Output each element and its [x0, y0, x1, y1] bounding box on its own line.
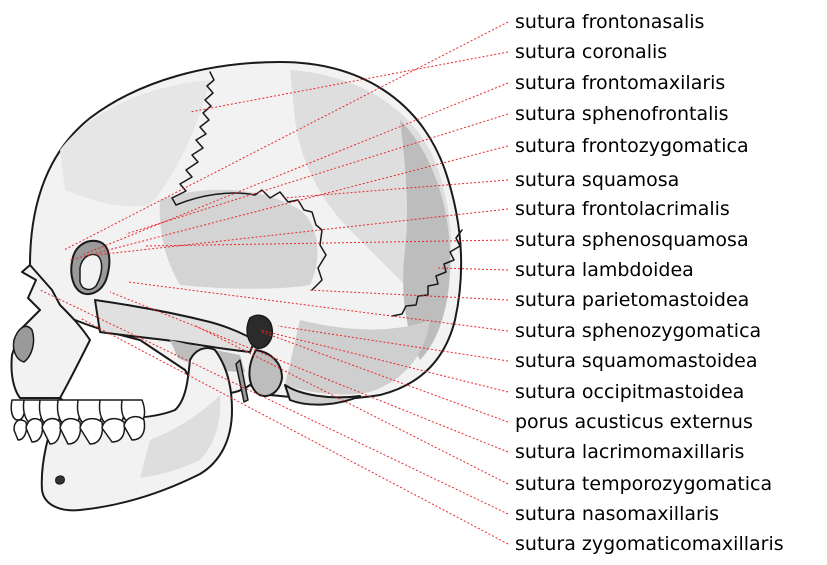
orbit-inner [79, 253, 103, 291]
lambdoid-suture [391, 229, 463, 317]
mandible-shade [140, 395, 221, 478]
leader-lines [39, 21, 509, 545]
occipital-shade [400, 120, 451, 360]
label-sutura-sphenofrontalis: sutura sphenofrontalis [515, 103, 729, 125]
label-sutura-squamomastoidea: sutura squamomastoidea [515, 350, 758, 372]
leader-line-9 [307, 289, 509, 301]
label-sutura-sphenosquamosa: sutura sphenosquamosa [515, 229, 749, 251]
lower-occipital-shade [285, 320, 430, 395]
ear-opening [246, 314, 274, 349]
leader-line-12 [259, 329, 509, 393]
label-sutura-zygomaticomaxillaris: sutura zygomaticomaxillaris [515, 533, 784, 555]
coronal-suture [171, 71, 215, 206]
label-sutura-nasomaxillaris: sutura nasomaxillaris [515, 503, 719, 525]
label-sutura-sphenozygomatica: sutura sphenozygomatica [515, 320, 761, 342]
temporal-shade [159, 189, 318, 289]
label-sutura-frontonasalis: sutura frontonasalis [515, 11, 704, 33]
leader-line-16 [39, 289, 509, 515]
label-sutura-parietomastoidea: sutura parietomastoidea [515, 289, 749, 311]
label-sutura-temporozygomatica: sutura temporozygomatica [515, 473, 772, 495]
leader-line-7 [145, 239, 509, 247]
leader-line-14 [109, 291, 509, 453]
label-sutura-coronalis: sutura coronalis [515, 41, 667, 63]
leader-line-0 [63, 21, 509, 251]
label-porus-acusticus-externus: porus acusticus externus [515, 411, 753, 433]
leader-line-6 [95, 208, 509, 256]
leader-line-4 [69, 145, 509, 261]
frontal-shade [60, 80, 210, 207]
label-sutura-frontozygomatica: sutura frontozygomatica [515, 135, 749, 157]
label-sutura-lambdoidea: sutura lambdoidea [515, 259, 694, 281]
squamosal-suture [175, 189, 327, 291]
leader-line-11 [277, 325, 509, 362]
occipital-condyle [284, 384, 361, 406]
leader-line-2 [81, 82, 509, 256]
leader-line-3 [125, 113, 509, 235]
nasal-region [10, 264, 91, 399]
lower-teeth [13, 415, 146, 445]
label-sutura-occipitmastoidea: sutura occipitmastoidea [515, 381, 744, 403]
label-sutura-frontomaxilaris: sutura frontomaxilaris [515, 72, 725, 94]
styloid [235, 359, 249, 403]
label-sutura-frontolacrimalis: sutura frontolacrimalis [515, 198, 730, 220]
mental-foramen [55, 475, 65, 485]
label-list: sutura frontonasalis sutura coronalis su… [515, 11, 784, 555]
label-sutura-squamosa: sutura squamosa [515, 169, 679, 191]
label-sutura-lacrimomaxillaris: sutura lacrimomaxillaris [515, 441, 744, 463]
nasal-cavity [12, 325, 35, 363]
skull-illustration [10, 61, 463, 512]
leader-line-5 [283, 179, 509, 199]
mastoid [248, 349, 283, 397]
leader-line-17 [79, 317, 509, 545]
leader-line-1 [189, 51, 509, 113]
